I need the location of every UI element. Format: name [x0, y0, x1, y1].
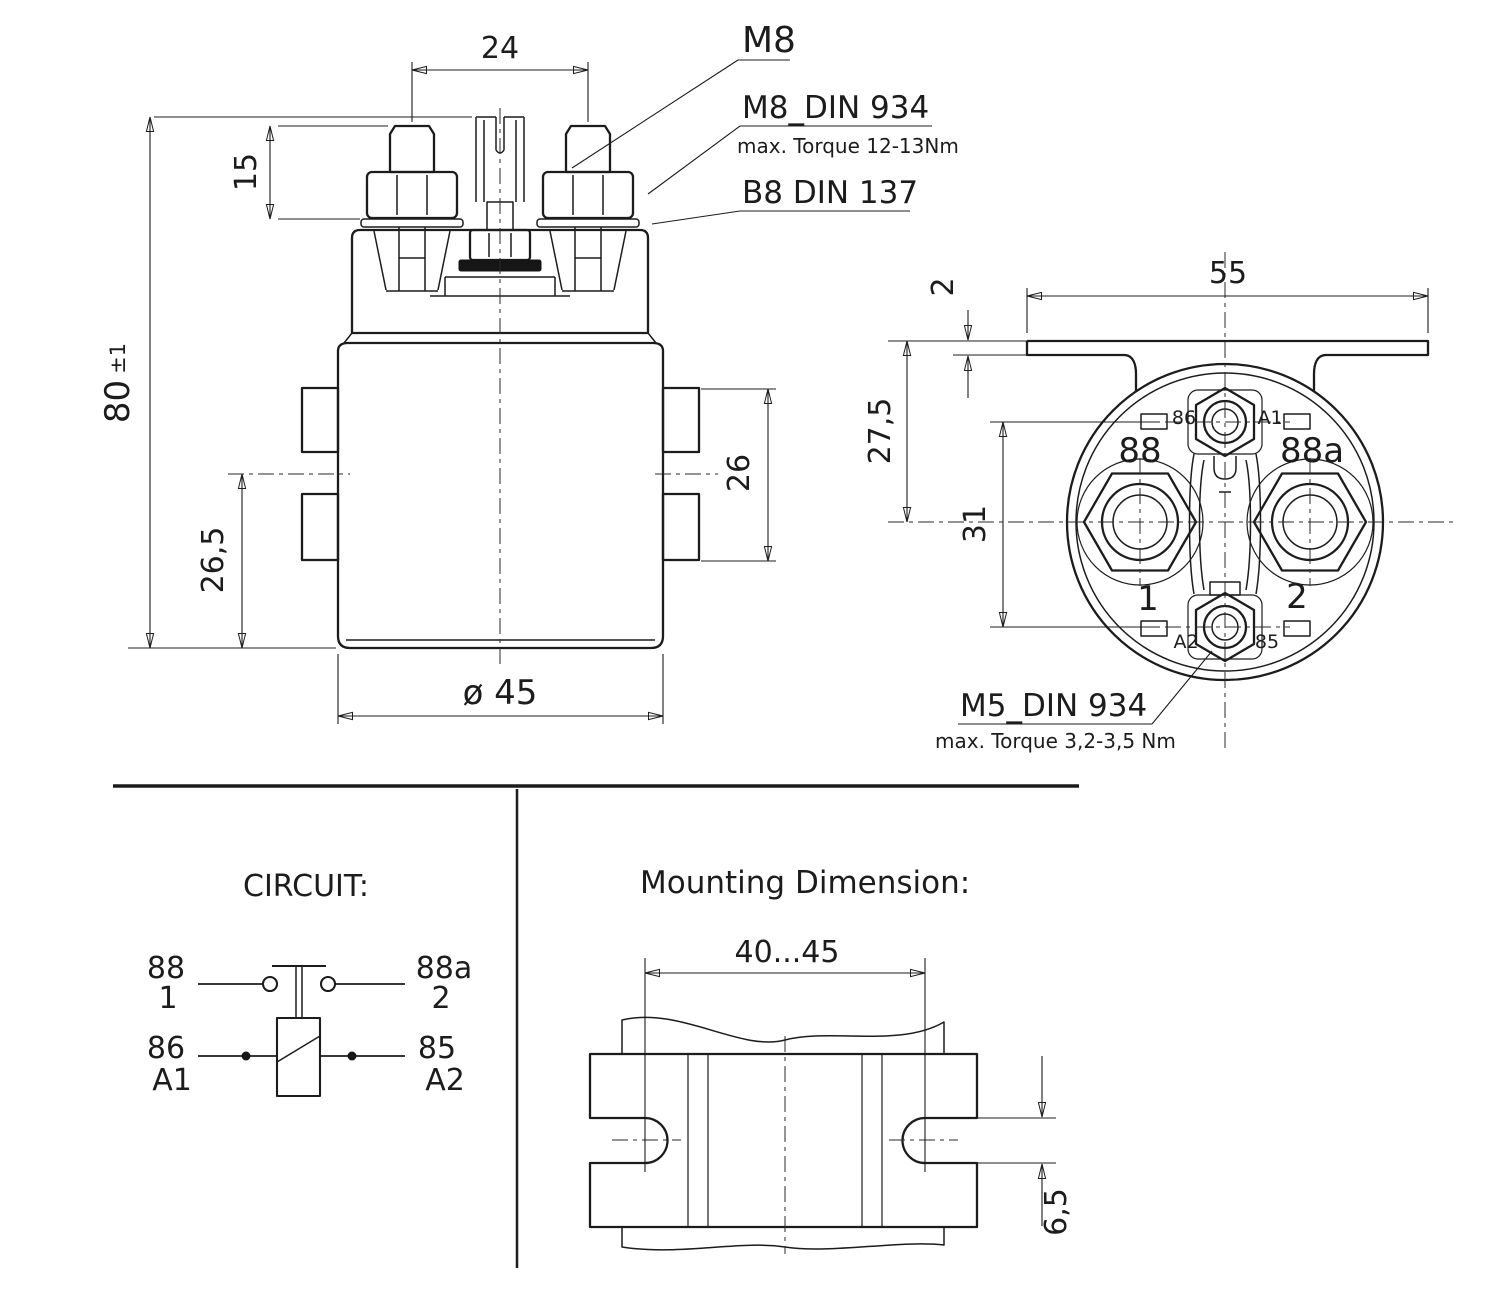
bracket-right — [1027, 339, 1430, 391]
callout-m8-nut-label: M8_DIN 934 — [742, 90, 929, 126]
top-callouts: M5_DIN 934 max. Torque 3,2-3,5 Nm — [935, 650, 1213, 753]
dim-terminal-spacing-label: 31 — [958, 505, 993, 543]
front-callouts: M8 M8_DIN 934 max. Torque 12-13Nm B8 DIN… — [571, 20, 959, 225]
dim-bracket-width-label: 55 — [1209, 256, 1247, 291]
callout-washer-label: B8 DIN 137 — [742, 175, 918, 211]
dim-bracket-thickness-label: 2 — [926, 277, 961, 296]
mounting-diagram: Mounting Dimension: 40...45 6,5 — [588, 865, 1074, 1254]
circuit-85-label: 85 — [418, 1031, 456, 1066]
dim-stud-spacing-label: 24 — [481, 31, 519, 66]
circuit-88a-label: 88a — [416, 951, 473, 986]
circuit-1-label: 1 — [158, 981, 177, 1016]
divider-lines — [113, 784, 1079, 1268]
dim-lower-offset-label: 26,5 — [196, 527, 231, 594]
mounting-dimensions: 40...45 6,5 — [644, 935, 1074, 1236]
front-centerlines — [228, 108, 718, 664]
circuit-labels: 88 1 88a 2 86 A1 85 A2 — [147, 951, 472, 1098]
dim-center-offset-label: 27,5 — [863, 398, 898, 465]
pin-85-label: 85 — [1255, 631, 1279, 653]
front-view: 24 15 80±1 26,5 26 ø 45 M8 M — [98, 20, 959, 724]
nut-left — [365, 170, 459, 220]
stud-left — [388, 124, 436, 174]
callout-m5-nut-label: M5_DIN 934 — [960, 688, 1147, 724]
pin-86-label: 86 — [1172, 407, 1196, 429]
dim-tab-span-label: 26 — [722, 454, 757, 492]
dim-total-height-label: 80±1 — [98, 343, 138, 423]
coil-symbol — [275, 1016, 322, 1098]
top-view: 88 88a 1 2 86 A1 A2 85 55 2 27,5 31 — [863, 252, 1455, 753]
callout-m8-torque-label: max. Torque 12-13Nm — [737, 134, 959, 158]
terminal-88-label: 88 — [1118, 431, 1161, 471]
nut-right — [541, 170, 635, 220]
rim-lug — [1140, 620, 1168, 637]
dim-slot-width-label: 6,5 — [1039, 1188, 1074, 1236]
junction-dot — [347, 1051, 357, 1061]
top-outline — [1025, 339, 1430, 682]
pin-a2-label: A2 — [1173, 631, 1198, 653]
top-terminal-labels: 88 88a 1 2 86 A1 A2 85 — [1118, 407, 1344, 653]
terminal-2-label: 2 — [1286, 577, 1308, 617]
circuit-diagram: CIRCUIT: 88 1 88a 2 86 A1 85 — [147, 869, 472, 1098]
contact-right — [319, 975, 337, 993]
washer-right — [536, 218, 640, 228]
contact-left — [261, 975, 279, 993]
dim-stud-height-label: 15 — [229, 153, 264, 191]
stud-right — [564, 124, 612, 174]
junction-dot — [241, 1051, 251, 1061]
rim-lug — [1283, 413, 1311, 430]
washer-left — [360, 218, 464, 228]
mounting-drawing — [588, 1016, 979, 1254]
circuit-a2-label: A2 — [425, 1063, 465, 1098]
rim-lug — [1283, 620, 1311, 637]
circuit-2-label: 2 — [431, 981, 450, 1016]
circuit-title: CIRCUIT: — [243, 869, 369, 904]
front-dimensions: 24 15 80±1 26,5 26 ø 45 — [98, 31, 776, 724]
mounting-plate — [588, 1052, 979, 1229]
terminal-1-label: 1 — [1137, 579, 1159, 619]
bracket-left — [1025, 341, 1138, 391]
pin-a1-label: A1 — [1257, 407, 1282, 429]
top-centerlines — [888, 252, 1455, 750]
dim-body-diameter-label: ø 45 — [463, 673, 538, 713]
callout-m8-label: M8 — [742, 20, 796, 61]
dim-hole-spacing-label: 40...45 — [735, 935, 840, 970]
circuit-88-label: 88 — [147, 951, 185, 986]
circuit-86-label: 86 — [147, 1031, 185, 1066]
circuit-schematic — [198, 964, 405, 1098]
mounting-title: Mounting Dimension: — [640, 865, 970, 901]
terminal-88a-label: 88a — [1280, 431, 1344, 471]
top-dimensions: 55 2 27,5 31 — [863, 256, 1429, 628]
callout-m5-torque-label: max. Torque 3,2-3,5 Nm — [935, 729, 1176, 753]
circuit-a1-label: A1 — [152, 1063, 192, 1098]
